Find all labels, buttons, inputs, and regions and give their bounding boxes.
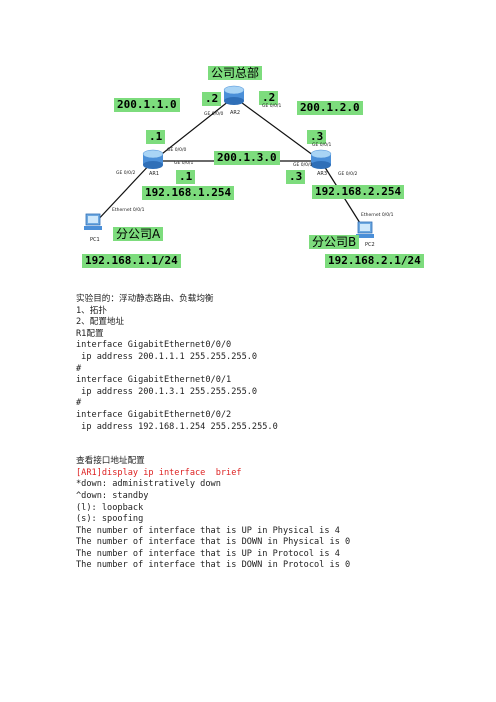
config-line: interface GigabitEthernet0/0/2 <box>76 409 232 420</box>
lab-notes: 实验目的：浮动静态路由、负载均衡 1、拓扑 2、配置地址 R1配置 interf… <box>76 294 486 572</box>
link-ar1-ar2 <box>152 96 235 162</box>
host-label-ar2-left: .2 <box>202 92 222 106</box>
config-line: # <box>76 398 82 409</box>
step-address-config: 2、配置地址 <box>76 317 125 328</box>
output-line: The number of interface that is DOWN in … <box>76 560 351 571</box>
step-topology: 1、拓扑 <box>76 305 107 316</box>
host-label-ar3-left: .3 <box>286 170 306 184</box>
device-name-ar2: AR2 <box>230 110 241 116</box>
config-line: # <box>76 363 82 374</box>
port-label-ar1-ge001: GE 0/0/1 <box>174 161 194 166</box>
device-name-pc1: PC1 <box>90 237 100 243</box>
port-label-pc1-eth: Ethernet 0/0/1 <box>112 208 145 213</box>
check-interface-heading: 查看接口地址配置 <box>76 456 145 467</box>
output-line: (s): spoofing <box>76 514 144 525</box>
host-label-ar1-top: .1 <box>146 130 166 144</box>
host-label-ar3-top: .3 <box>307 130 327 144</box>
link-ar2-ar3 <box>233 96 322 162</box>
link-ar1-pc1 <box>93 160 154 225</box>
port-label-pc2-eth: Ethernet 0/0/1 <box>361 213 394 218</box>
objective-text: 实验目的：浮动静态路由、负载均衡 <box>76 294 214 304</box>
port-label-ar3-ge001: GE 0/0/1 <box>312 143 332 148</box>
router-ar1-icon <box>142 149 164 169</box>
port-label-ar2-ge000: GE 0/0/0 <box>204 112 224 117</box>
config-line: ip address 200.1.3.1 255.255.255.0 <box>76 386 258 397</box>
hq-label: 公司总部 <box>208 66 263 80</box>
port-label-ar3-ge000: GE 0/0/0 <box>293 163 313 168</box>
port-label-ar2-ge001: GE 0/0/1 <box>262 104 282 109</box>
r1-config-heading: R1配置 <box>76 328 104 339</box>
config-line: ip address 192.168.1.254 255.255.255.0 <box>76 421 278 432</box>
output-line: (l): loopback <box>76 502 144 513</box>
device-name-ar3: AR3 <box>317 171 328 177</box>
port-label-ar1-ge000: GE 0/0/0 <box>167 148 187 153</box>
host-label-ar1-right: .1 <box>176 170 196 184</box>
output-line: *down: administratively down <box>76 479 221 490</box>
host-label-ar2-right: .2 <box>259 91 279 105</box>
pc1-ip-label: 192.168.1.1/24 <box>82 254 181 268</box>
output-line: The number of interface that is UP in Ph… <box>76 525 340 536</box>
pc2-ip-label: 192.168.2.1/24 <box>325 254 424 268</box>
net-label-ar1-ar3: 200.1.3.0 <box>214 151 280 165</box>
topology-diagram <box>84 85 374 238</box>
config-line: interface GigabitEthernet0/0/0 <box>76 340 232 351</box>
output-line: The number of interface that is UP in Pr… <box>76 548 340 559</box>
display-command: [AR1]display ip interface brief <box>76 467 242 478</box>
branch-b-label: 分公司B <box>309 235 360 249</box>
config-line: ip address 200.1.1.1 255.255.255.0 <box>76 351 258 362</box>
net-label-ar1-ar2: 200.1.1.0 <box>114 98 180 112</box>
branch-a-label: 分公司A <box>113 227 164 241</box>
net-label-ar2-ar3: 200.1.2.0 <box>297 101 363 115</box>
net-label-lan-b: 192.168.2.254 <box>312 185 405 199</box>
config-line: interface GigabitEthernet0/0/1 <box>76 375 232 386</box>
pc2-icon <box>356 221 374 238</box>
device-name-ar1: AR1 <box>149 171 160 177</box>
net-label-lan-a: 192.168.1.254 <box>142 186 235 200</box>
port-label-ar3-ge002: GE 0/0/2 <box>338 172 358 177</box>
port-label-ar1-ge002: GE 0/0/2 <box>116 171 136 176</box>
output-line: ^down: standby <box>76 490 149 501</box>
router-ar3-icon <box>310 149 332 169</box>
pc1-icon <box>84 213 102 230</box>
router-ar2-icon <box>223 85 245 105</box>
device-name-pc2: PC2 <box>365 242 375 248</box>
output-line: The number of interface that is DOWN in … <box>76 537 351 548</box>
